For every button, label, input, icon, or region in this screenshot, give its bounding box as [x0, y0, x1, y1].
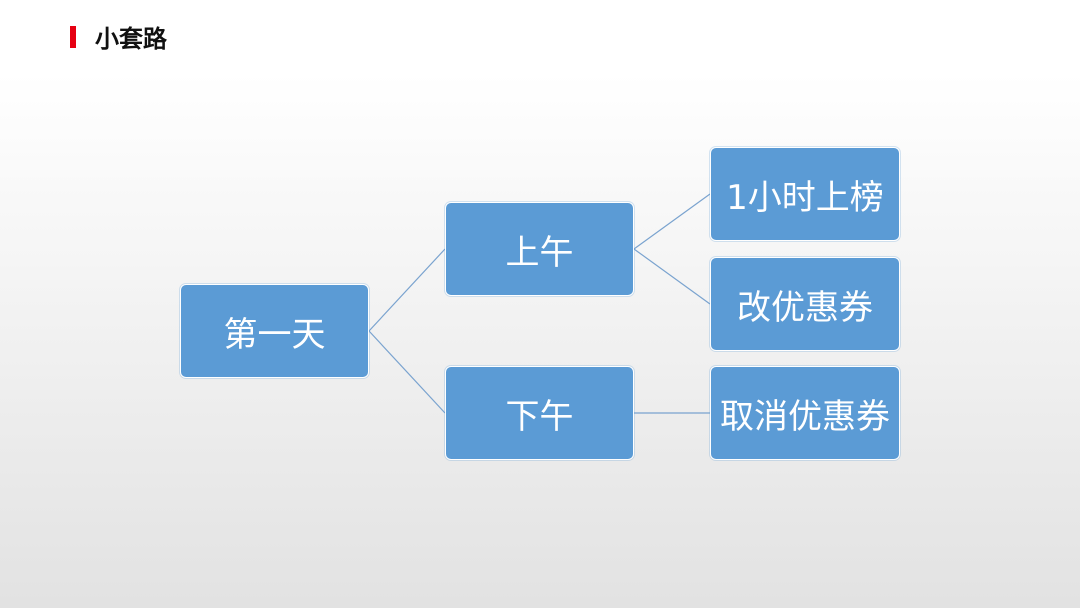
slide-title: 小套路	[95, 25, 167, 53]
connector-root-pm	[368, 330, 446, 414]
node-leaf: 1小时上榜	[710, 147, 900, 241]
node-leaf: 取消优惠券	[710, 366, 900, 460]
node-leaf: 改优惠券	[710, 257, 900, 351]
node-morning: 上午	[445, 202, 634, 296]
connector-am-leaf2	[633, 248, 711, 305]
title-accent-bar	[70, 26, 76, 48]
node-afternoon: 下午	[445, 366, 634, 460]
connector-root-am	[368, 248, 446, 332]
connector-am-leaf1	[633, 193, 711, 250]
node-root: 第一天	[180, 284, 369, 378]
